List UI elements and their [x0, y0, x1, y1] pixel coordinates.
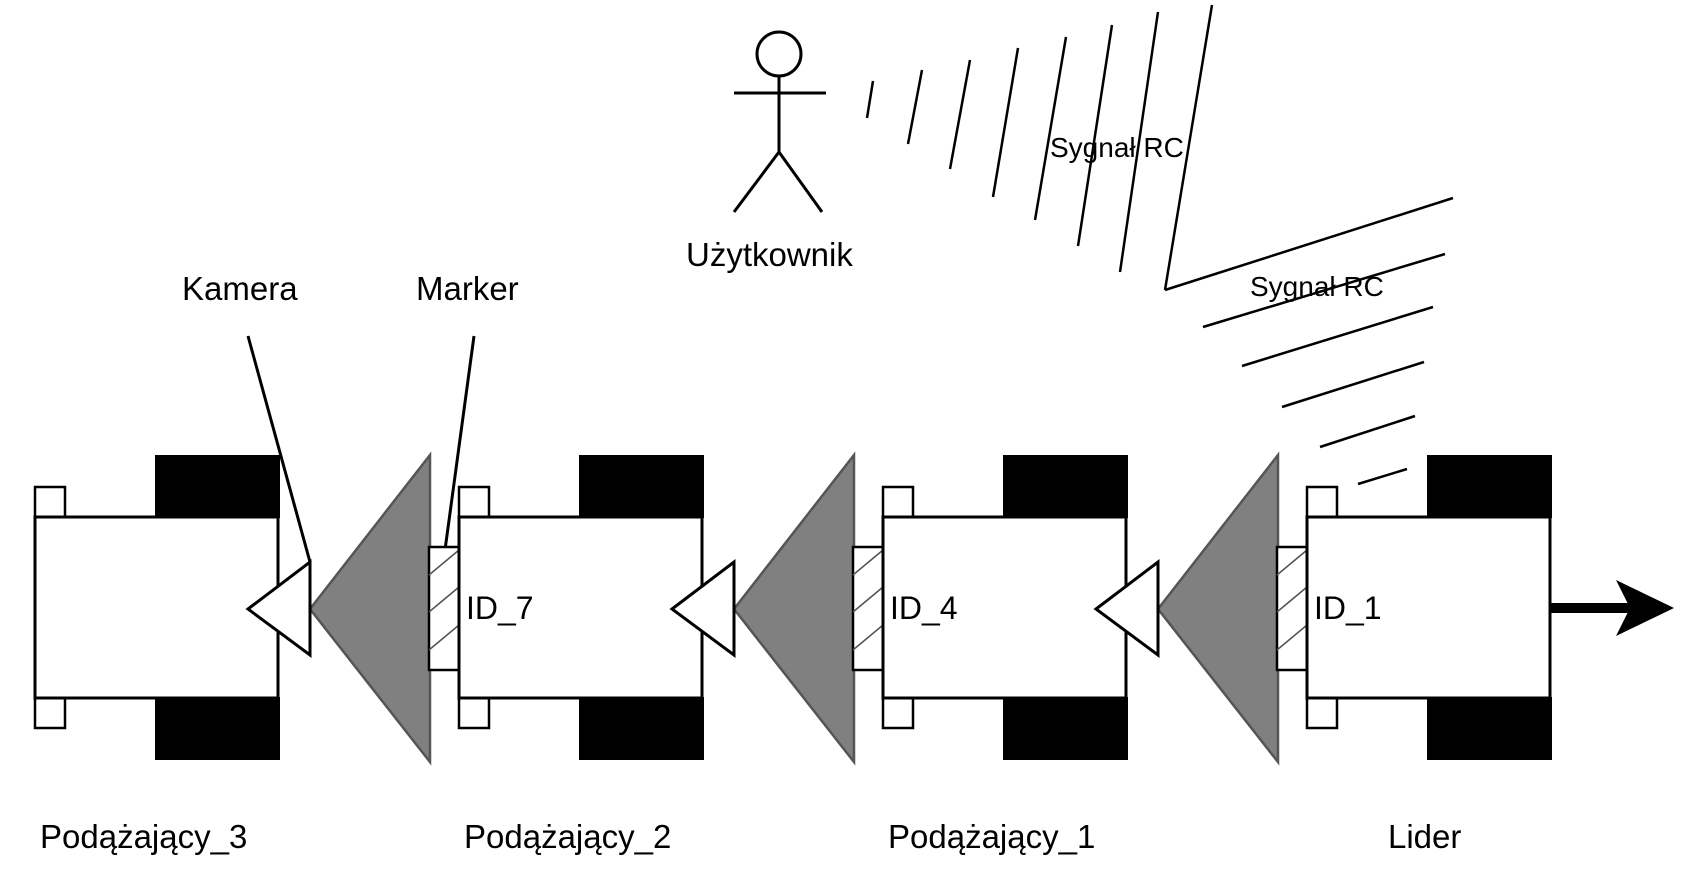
rc-signal-waves [865, 4, 1454, 527]
bumper-tab-bottom [881, 696, 915, 730]
wheel-bottom [1003, 697, 1128, 760]
robot-follower-3 [33, 455, 312, 760]
camera-icon [245, 558, 312, 658]
rc-signal-line-4 [991, 47, 1020, 198]
rc-signal-line-13 [1319, 414, 1416, 449]
camera-pointer-line [246, 335, 312, 563]
robot-name-leader: Lider [1388, 818, 1461, 855]
rc-signal-line-14 [1357, 467, 1408, 486]
marker-hatching [1276, 549, 1308, 651]
robot-follower-1: ID_4 [851, 455, 1160, 760]
robot-name-follower-3: Podążający_3 [40, 818, 247, 855]
robot-id-label: ID_4 [890, 590, 958, 626]
user-leg-right [777, 151, 824, 213]
camera-icon [1093, 558, 1160, 658]
rc-signal-line-9 [1164, 196, 1454, 292]
rc-signal-line-8 [1163, 4, 1214, 291]
rc-signal-line-3 [948, 59, 972, 170]
robot-id-label: ID_1 [1314, 590, 1382, 626]
rc-signal-line-12 [1281, 360, 1425, 409]
rc-signal-line-11 [1241, 305, 1434, 368]
robot-name-follower-1: Podążający_1 [888, 818, 1095, 855]
field-of-view-2 [732, 451, 856, 766]
camera-label: Kamera [182, 270, 298, 307]
field-of-view-1 [1156, 451, 1280, 766]
bumper-tab-top [457, 485, 491, 519]
user-head [755, 30, 803, 78]
marker-hatching [428, 549, 460, 651]
robot-id-label: ID_7 [466, 590, 534, 626]
camera-icon [669, 558, 736, 658]
robot-follower-2: ID_7 [427, 455, 736, 760]
wheel-bottom [155, 697, 280, 760]
wheel-top [579, 455, 704, 518]
robot-body [33, 515, 280, 700]
marker-pointer-line [443, 335, 476, 551]
wheel-bottom [579, 697, 704, 760]
rc-signal-label-2: Sygnał RC [1250, 271, 1384, 302]
rc-signal-line-5 [1033, 36, 1068, 221]
bumper-tab-top [33, 485, 67, 519]
bumper-tab-bottom [33, 696, 67, 730]
user-label: Użytkownik [686, 236, 853, 273]
direction-arrow-icon [1550, 580, 1674, 636]
bumper-tab-bottom [1305, 696, 1339, 730]
bumper-tab-bottom [457, 696, 491, 730]
marker-label: Marker [416, 270, 519, 307]
user-leg-left [732, 151, 781, 213]
field-of-view-3 [308, 451, 432, 766]
rc-signal-line-6 [1076, 24, 1114, 247]
wheel-top [1003, 455, 1128, 518]
bumper-tab-top [1305, 485, 1339, 519]
marker-hatching [852, 549, 884, 651]
wheel-bottom [1427, 697, 1552, 760]
rc-signal-line-2 [906, 69, 924, 145]
bumper-tab-top [881, 485, 915, 519]
robot-body [1305, 515, 1552, 700]
wheel-top [1427, 455, 1552, 518]
robot-leader: ID_1 [1275, 455, 1552, 760]
user-figure [732, 30, 826, 213]
rc-signal-line-7 [1118, 11, 1160, 273]
wheel-top [155, 455, 280, 518]
robot-name-follower-2: Podążający_2 [464, 818, 671, 855]
rc-signal-label-1: Sygnał RC [1050, 132, 1184, 163]
rc-signal-line-1 [865, 80, 875, 119]
rc-signal-line-10 [1202, 252, 1446, 329]
